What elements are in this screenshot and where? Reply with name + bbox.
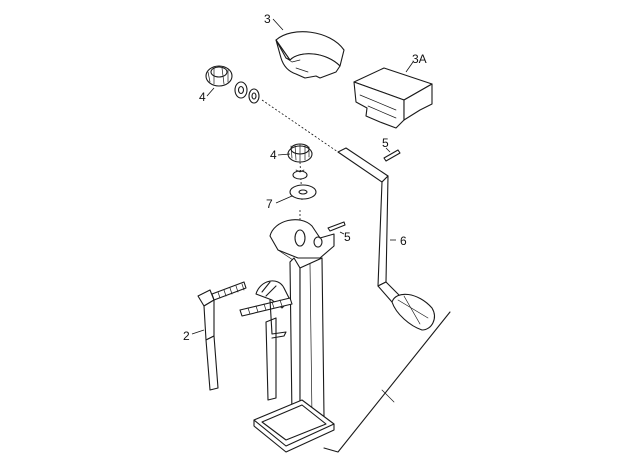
- assembly-line-upper: [261, 99, 339, 153]
- part-3-cover: [275, 31, 345, 79]
- part-5-pin-upper: [383, 149, 401, 162]
- part-6-crank-handle: [337, 147, 435, 331]
- jack-foot-plate: [253, 399, 335, 453]
- leader-3a: [405, 61, 414, 73]
- leader-4-middle: [277, 153, 291, 156]
- part-5-pin-middle: [327, 221, 346, 232]
- callout-3: 3: [264, 12, 271, 26]
- mounting-edge-tick: [381, 389, 395, 403]
- callout-2: 2: [183, 329, 190, 343]
- callout-5-middle: 5: [344, 230, 351, 244]
- callout-5-upper: 5: [382, 136, 389, 150]
- leader-5-upper: [385, 147, 391, 153]
- part-4-gear-upper: [205, 65, 260, 104]
- leader-5-middle: [339, 231, 345, 235]
- part-3a-bracket: [353, 67, 433, 129]
- callout-6: 6: [400, 234, 407, 248]
- leader-3: [272, 18, 284, 31]
- part-4-gear-middle: [287, 143, 313, 180]
- winch-assembly: [211, 280, 293, 339]
- callout-7: 7: [266, 197, 273, 211]
- part-7-washer: [289, 184, 317, 200]
- leader-2: [191, 329, 205, 335]
- callout-4-middle: 4: [270, 148, 277, 162]
- mounting-edge-line: [323, 311, 451, 453]
- jack-tube: [265, 257, 325, 419]
- leader-4-upper: [206, 87, 215, 97]
- callout-4-upper: 4: [199, 90, 206, 104]
- callout-3a: 3A: [412, 52, 427, 66]
- jack-top-bracket: [269, 219, 335, 269]
- part-2-handle-bar: [197, 289, 219, 391]
- leader-7: [275, 195, 293, 204]
